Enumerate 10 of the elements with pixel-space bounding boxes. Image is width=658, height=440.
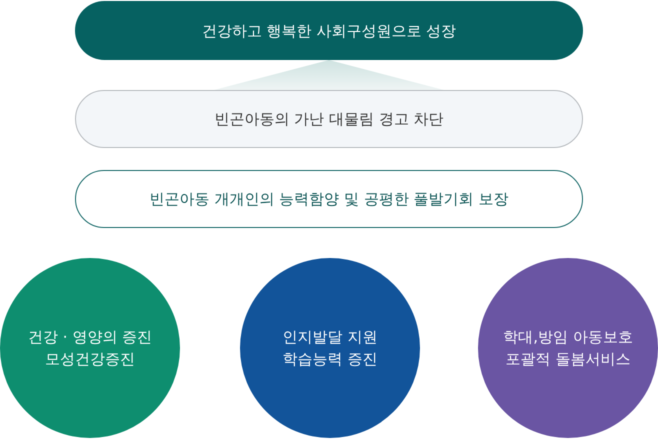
node-text: 학습능력 증진 (282, 349, 378, 370)
node-text: 모성건강증진 (45, 349, 135, 370)
node-text: 빈곤아동의 가난 대물림 경고 차단 (214, 109, 444, 130)
node-text: 건강 · 영양의 증진 (28, 327, 152, 348)
node-text: 학대,방임 아동보호 (503, 327, 633, 348)
node-text: 건강하고 행복한 사회구성원으로 성장 (202, 20, 456, 42)
node-text: 포괄적 돌봄서비스 (506, 349, 630, 370)
node-text: 인지발달 지원 (282, 327, 378, 348)
chevron-arrow (214, 60, 444, 90)
node-text: 빈곤아동 개개인의 능력함양 및 공평한 풀발기회 보장 (150, 189, 508, 210)
